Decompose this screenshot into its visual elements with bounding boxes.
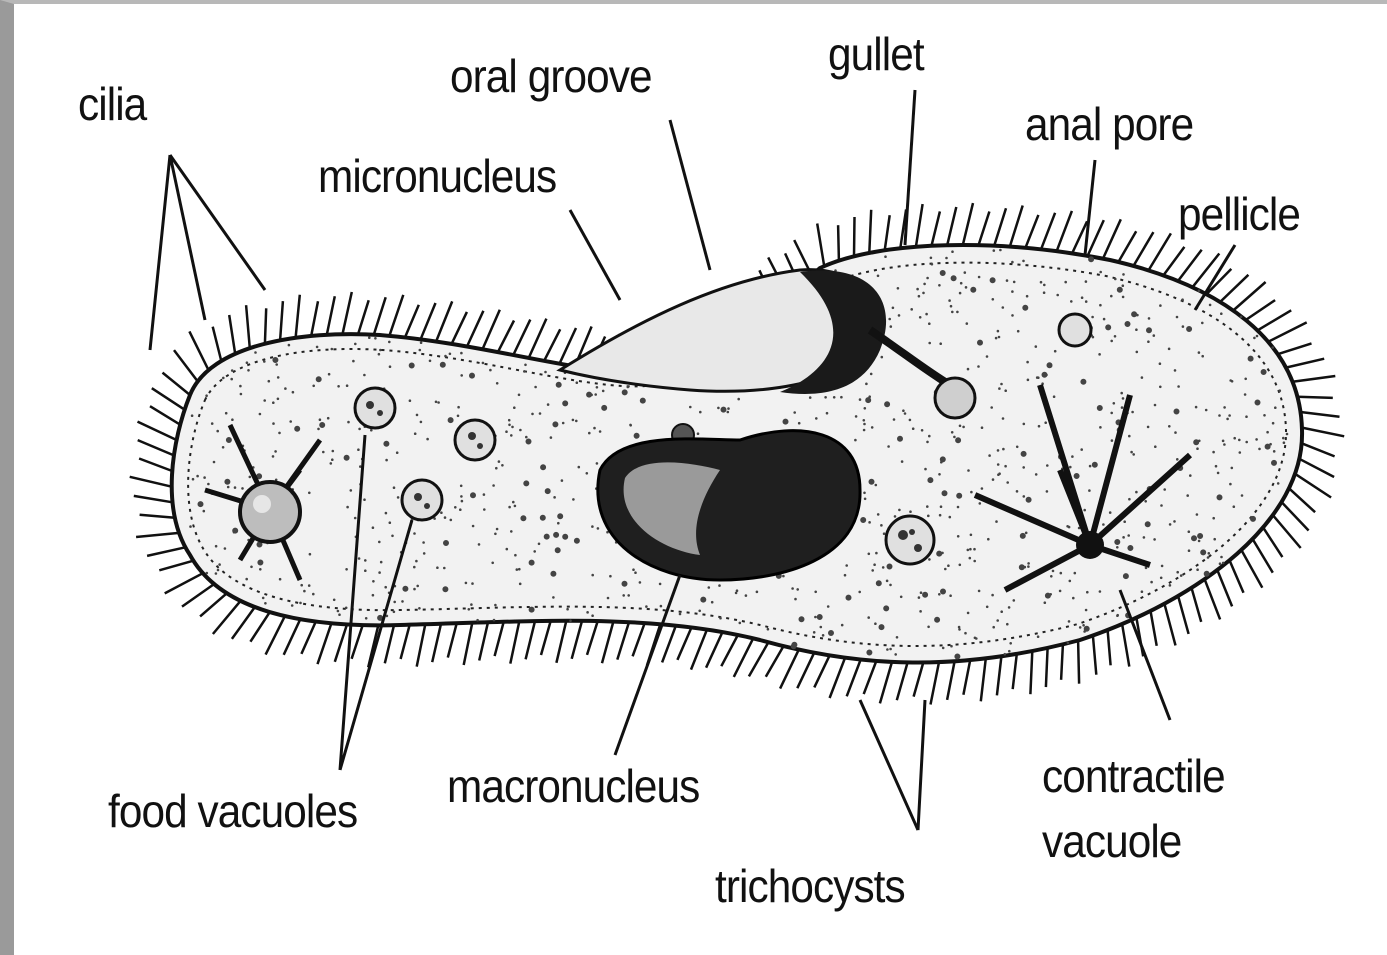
trichocysts-pointer xyxy=(860,700,925,830)
label-contractile: contractile xyxy=(1042,750,1225,803)
micronucleus-pointer xyxy=(570,210,620,300)
label-micronucleus: micronucleus xyxy=(318,150,556,203)
label-gullet: gullet xyxy=(828,28,924,81)
food-vacuole xyxy=(886,516,934,564)
gullet-pointer xyxy=(905,90,915,245)
label-oral-groove: oral groove xyxy=(450,50,652,103)
label-anal-pore: anal pore xyxy=(1025,98,1193,151)
food-vacuole xyxy=(402,480,442,520)
label-food-vacuoles: food vacuoles xyxy=(108,785,357,838)
oral-groove-pointer xyxy=(670,120,710,270)
food-vacuole xyxy=(1059,314,1091,346)
food-vacuole xyxy=(455,420,495,460)
food-vacuole xyxy=(355,388,395,428)
gullet-food-vacuole xyxy=(935,378,975,418)
label-macronucleus: macronucleus xyxy=(447,760,699,813)
label-cilia: cilia xyxy=(78,78,146,131)
label-trichocysts: trichocysts xyxy=(715,860,905,913)
label-vacuole: vacuole xyxy=(1042,815,1181,868)
label-pellicle: pellicle xyxy=(1178,188,1300,241)
